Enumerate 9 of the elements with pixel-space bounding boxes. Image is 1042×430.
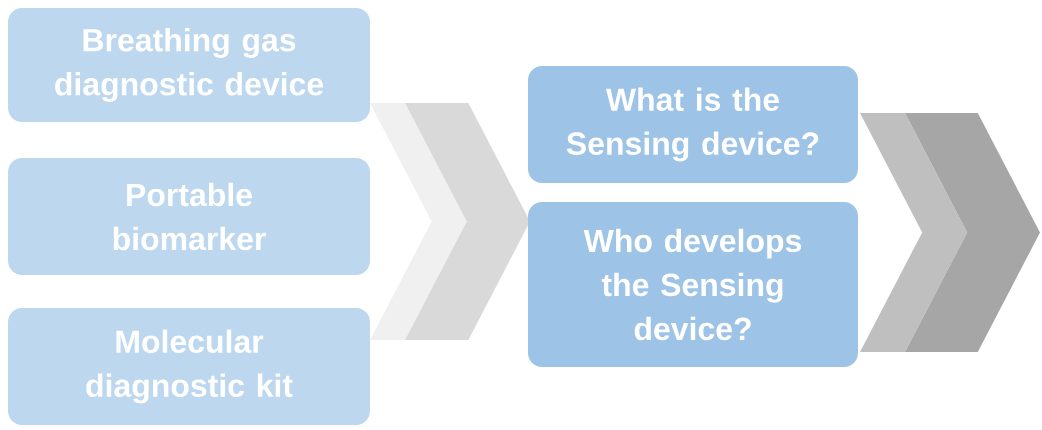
text-box: Molecular diagnostic kit [8, 308, 370, 425]
chevron-shape [405, 103, 530, 340]
text-box: What is the Sensing device? [528, 66, 858, 183]
text-box: Breathing gas diagnostic device [8, 8, 370, 122]
chevron-shape [860, 113, 968, 352]
text-box: Who develops the Sensing device? [528, 202, 858, 367]
chevron-shape [905, 113, 1040, 352]
text-box: Portable biomarker [8, 158, 370, 275]
chevron-shape [370, 103, 467, 340]
